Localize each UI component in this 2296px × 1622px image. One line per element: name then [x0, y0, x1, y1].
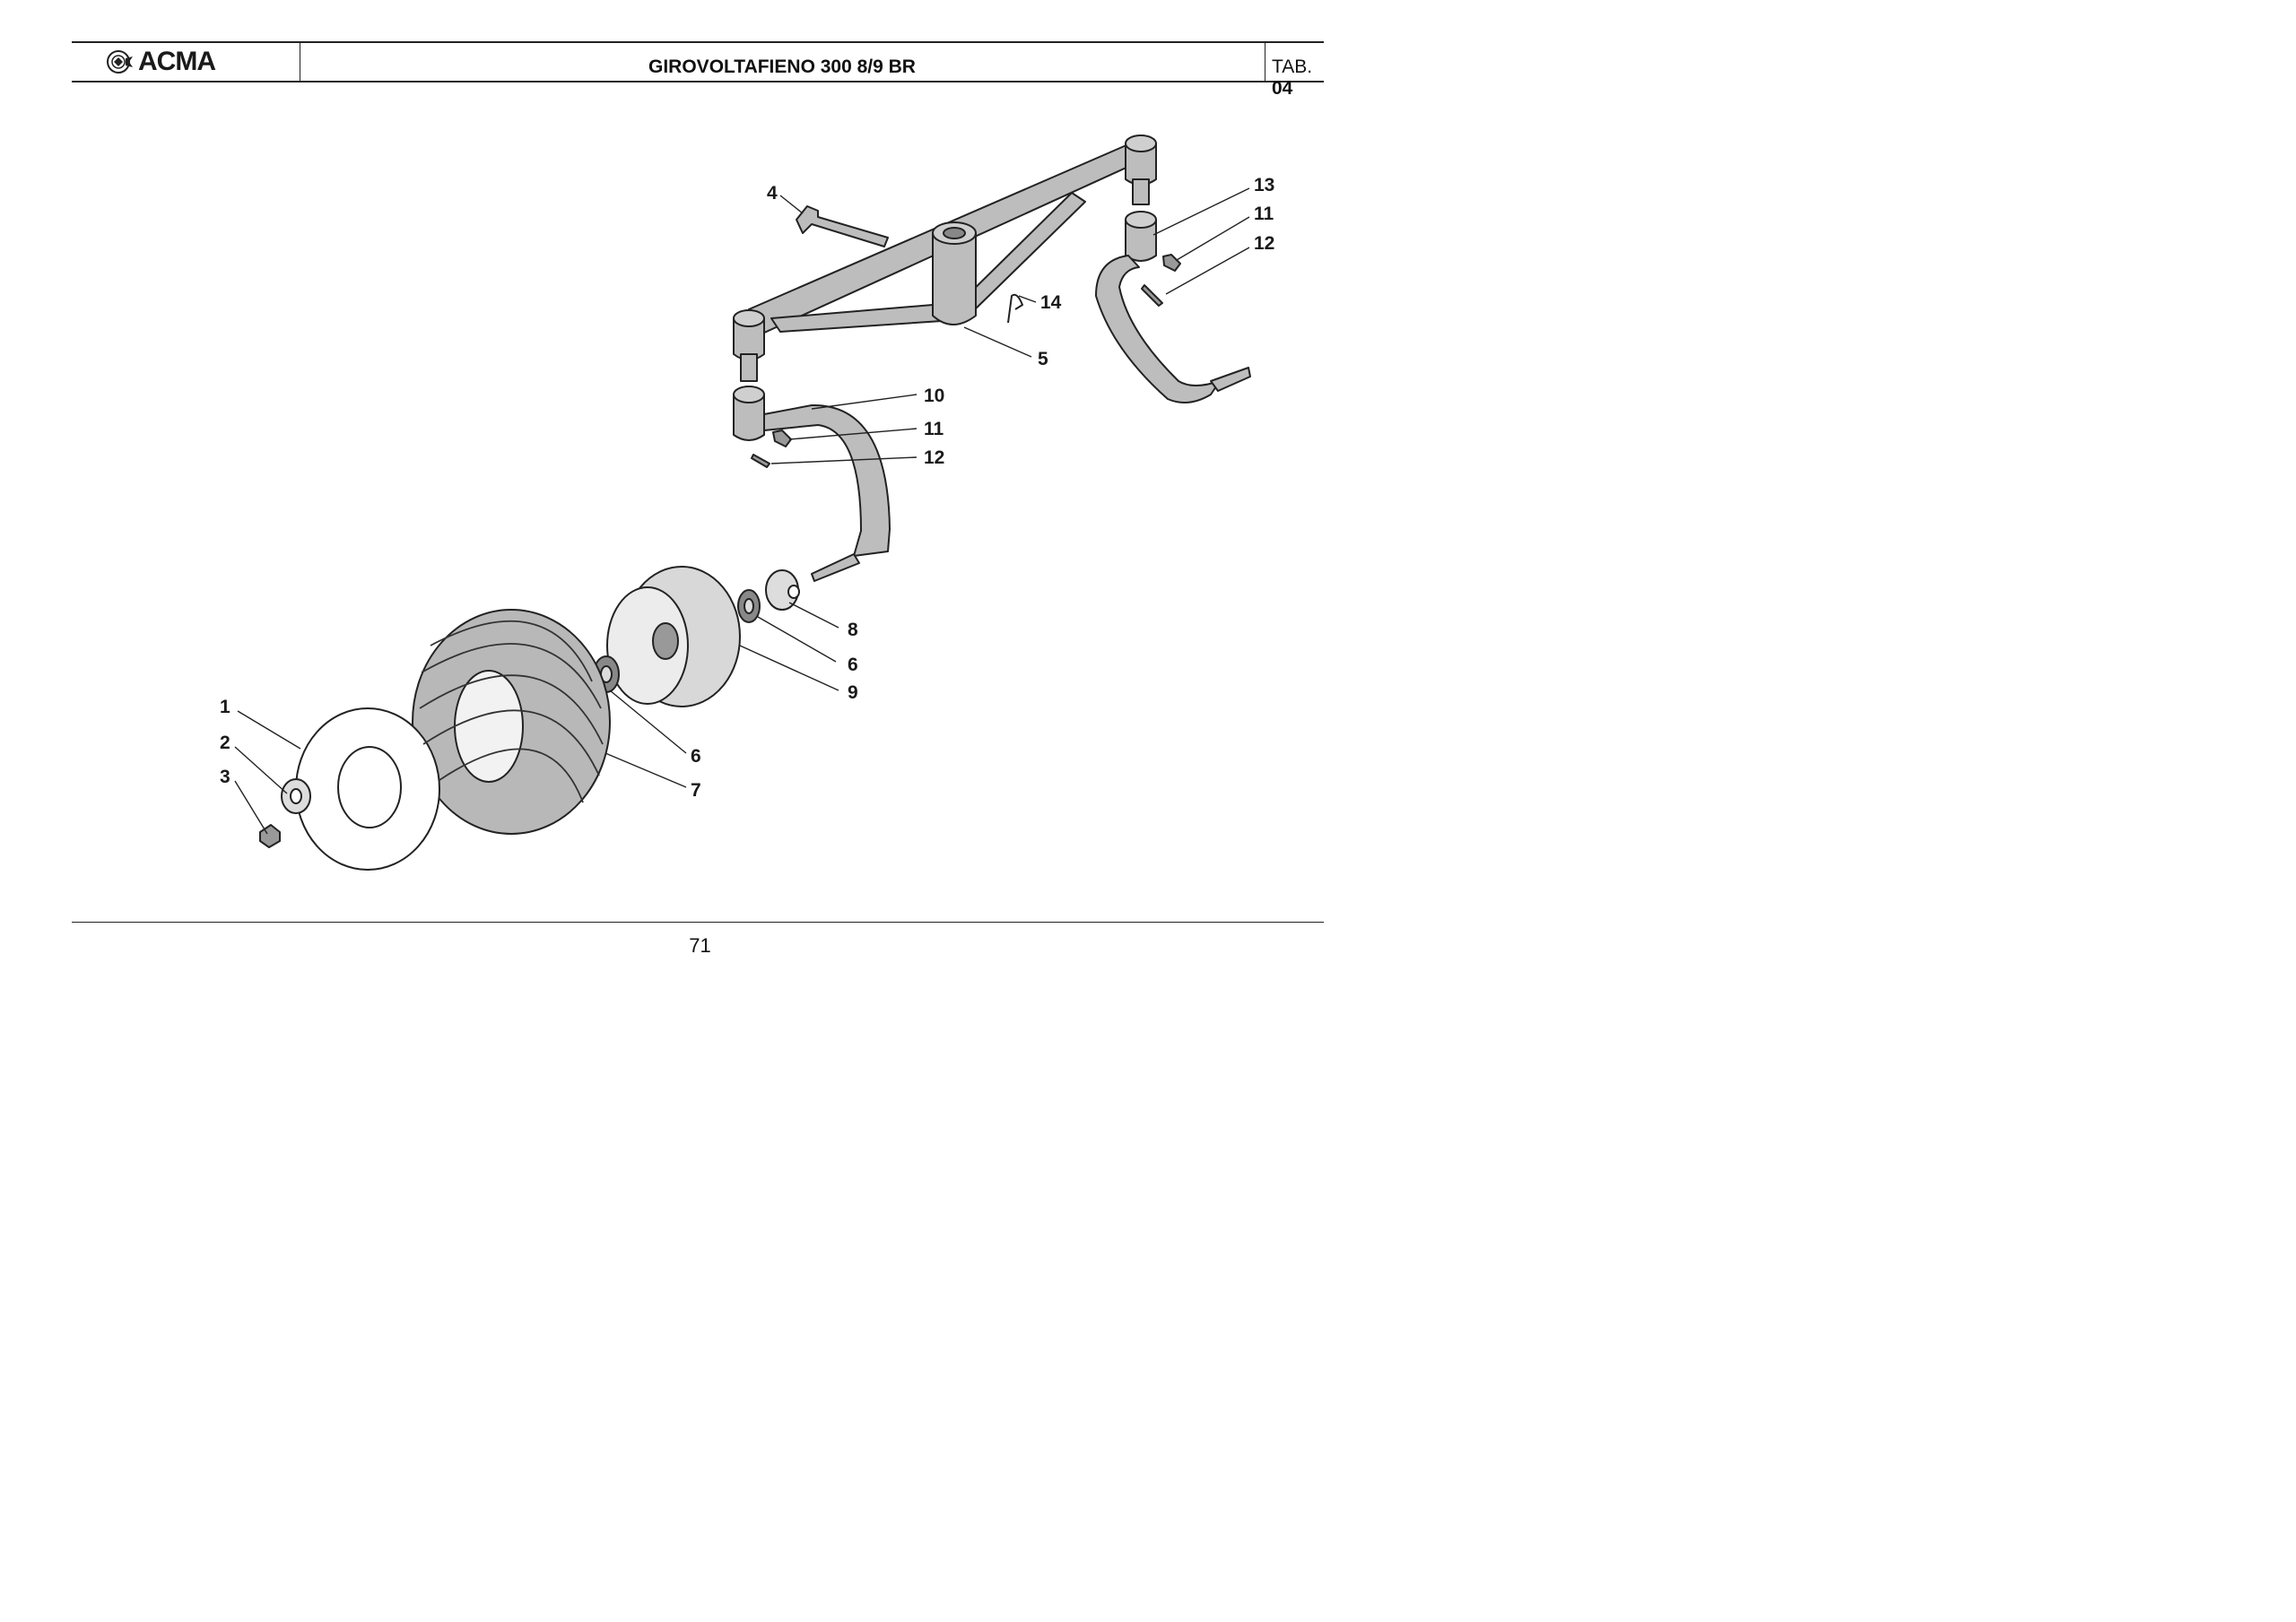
exploded-parts-diagram: 1 2 3 4 5 6 6 7 8 9 10 11 11 12 12 13 14	[220, 134, 1274, 871]
tab-number: 04	[1272, 78, 1293, 99]
central-hub	[932, 232, 977, 325]
tab-cell: TAB. 04	[1266, 43, 1324, 99]
callout-9: 9	[848, 682, 858, 703]
page-number: 71	[689, 934, 711, 957]
callout-10: 10	[924, 386, 944, 406]
callout-5: 5	[1038, 349, 1048, 369]
pin-4	[796, 205, 889, 247]
table-number: TAB. 04	[1272, 56, 1324, 100]
callout-6-lower: 6	[691, 746, 701, 767]
pin-12-right	[1141, 284, 1163, 307]
callout-7: 7	[691, 780, 701, 801]
page-header: ACMA GIROVOLTAFIENO 300 8/9 BR TAB. 04	[72, 41, 1324, 99]
bolt-11-left	[772, 429, 792, 447]
callout-6-upper: 6	[848, 655, 858, 675]
callout-12-left: 12	[924, 447, 944, 468]
callout-labels: 1 2 3 4 5 6 6 7 8 9 10 11 11 12 12 13 14	[220, 175, 1274, 801]
left-leg	[733, 394, 765, 441]
callout-1: 1	[220, 697, 230, 717]
logo-cell: ACMA	[72, 43, 300, 81]
callout-12-right: 12	[1254, 233, 1274, 254]
callout-2: 2	[220, 733, 230, 753]
title-cell: GIROVOLTAFIENO 300 8/9 BR	[300, 43, 1265, 81]
logo-text: ACMA	[138, 47, 216, 76]
footer-rule	[72, 922, 1324, 923]
bolt-11-right	[1162, 254, 1181, 272]
callout-14: 14	[1040, 292, 1062, 313]
nut-3	[259, 824, 281, 848]
acma-emblem-icon	[107, 50, 133, 74]
callout-11-right: 11	[1254, 204, 1274, 224]
callout-4: 4	[767, 183, 778, 204]
pin-12-left	[751, 454, 770, 468]
callout-13: 13	[1254, 175, 1274, 195]
callout-8: 8	[848, 620, 858, 640]
tab-label: TAB.	[1272, 56, 1313, 77]
callout-11-left: 11	[924, 419, 944, 439]
page-title: GIROVOLTAFIENO 300 8/9 BR	[648, 56, 916, 77]
clip-14	[1007, 293, 1023, 324]
callout-3: 3	[220, 767, 230, 787]
